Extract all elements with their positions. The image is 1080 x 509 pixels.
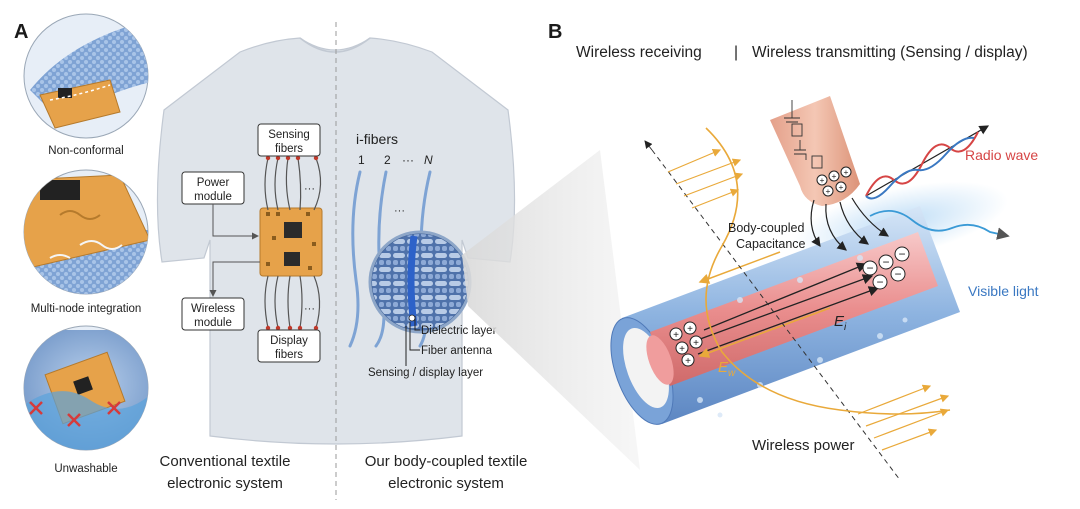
panel-b: B Wireless receiving | Wireless transmit… bbox=[548, 21, 1039, 481]
svg-text:+: + bbox=[820, 175, 825, 185]
svg-text:Conventional textile: Conventional textile bbox=[160, 453, 291, 470]
cross-icon bbox=[29, 401, 121, 427]
circuit-board bbox=[259, 207, 323, 277]
svg-text:Display: Display bbox=[270, 335, 308, 347]
wireless-module-box: Wireless module bbox=[181, 297, 245, 331]
svg-text:Capacitance: Capacitance bbox=[736, 237, 806, 251]
panel-a-letter: A bbox=[14, 21, 28, 43]
power-module-box: Power module bbox=[181, 171, 245, 205]
header-separator: | bbox=[734, 44, 738, 61]
chip-icon bbox=[73, 376, 93, 395]
inset-caption: Multi-node integration bbox=[31, 303, 142, 315]
ellipsis: ··· bbox=[304, 183, 315, 195]
display-fibers-box: Display fibers bbox=[257, 329, 321, 363]
svg-text:Power: Power bbox=[197, 177, 230, 189]
finger: + + + + + bbox=[770, 96, 860, 206]
svg-text:+: + bbox=[693, 338, 699, 349]
visible-light-wave bbox=[869, 210, 1010, 240]
header-wireless-receiving: Wireless receiving bbox=[576, 44, 702, 61]
wave-vector-arrows bbox=[667, 148, 950, 451]
svg-text:electronic system: electronic system bbox=[388, 475, 504, 492]
svg-text:−: − bbox=[866, 261, 873, 275]
fiber-index: ··· bbox=[402, 153, 414, 167]
ellipsis: ··· bbox=[394, 205, 405, 217]
inset-multi-node-integration: Multi-node integration bbox=[23, 169, 149, 315]
inset-unwashable: Unwashable bbox=[23, 325, 149, 475]
inset-non-conformal: Non-conformal bbox=[23, 13, 149, 157]
radio-wave-label: Radio wave bbox=[965, 147, 1038, 163]
inset-caption: Non-conformal bbox=[48, 145, 123, 157]
svg-text:fibers: fibers bbox=[275, 349, 303, 361]
coupling-arrows bbox=[810, 197, 890, 251]
svg-text:−: − bbox=[894, 267, 901, 281]
svg-text:Sensing: Sensing bbox=[268, 129, 310, 141]
caption-conventional: Conventional textile electronic system bbox=[160, 453, 291, 492]
svg-text:+: + bbox=[687, 324, 693, 335]
svg-text:module: module bbox=[194, 317, 232, 329]
positive-charges: + + + + + bbox=[669, 321, 703, 367]
radio-wave bbox=[865, 125, 990, 200]
chip-icon bbox=[284, 252, 300, 266]
svg-text:−: − bbox=[882, 255, 889, 269]
fiber-index: 1 bbox=[358, 153, 365, 167]
chip-icon bbox=[284, 222, 302, 238]
wireless-power-label: Wireless power bbox=[752, 437, 855, 454]
svg-text:+: + bbox=[839, 182, 844, 192]
fiber-index: N bbox=[424, 153, 433, 167]
caption-body-coupled: Our body-coupled textile electronic syst… bbox=[365, 453, 528, 492]
svg-text:Our body-coupled textile: Our body-coupled textile bbox=[365, 453, 528, 470]
svg-text:+: + bbox=[832, 171, 837, 181]
svg-text:electronic system: electronic system bbox=[167, 475, 283, 492]
display-fiber-wires bbox=[264, 275, 321, 329]
negative-charges: − − − − − bbox=[862, 246, 910, 290]
dielectric-layer-label: Dielectric layer bbox=[421, 325, 497, 337]
capacitance-label: Body-coupled Capacitance bbox=[728, 221, 806, 251]
svg-text:Wireless: Wireless bbox=[191, 303, 235, 315]
visible-light-label: Visible light bbox=[968, 283, 1039, 299]
zoom-funnel bbox=[462, 150, 640, 470]
inset-caption: Unwashable bbox=[54, 463, 117, 475]
svg-text:−: − bbox=[898, 247, 905, 261]
ei-label: Ei bbox=[834, 313, 847, 333]
wireless-power-wave bbox=[705, 127, 951, 415]
svg-text:+: + bbox=[844, 167, 849, 177]
textile-magnifier bbox=[368, 230, 472, 334]
field-arrows-ei bbox=[691, 262, 880, 355]
wave-axis bbox=[651, 149, 901, 481]
sensing-display-layer-label: Sensing / display layer bbox=[368, 367, 483, 379]
svg-text:module: module bbox=[194, 191, 232, 203]
svg-text:+: + bbox=[826, 186, 831, 196]
svg-text:−: − bbox=[876, 275, 883, 289]
fiber-index: 2 bbox=[384, 153, 391, 167]
panel-a: A Non-conformal Multi-node in bbox=[14, 13, 528, 500]
sensing-fibers-box: Sensing fibers bbox=[257, 123, 321, 157]
svg-text:+: + bbox=[673, 330, 679, 341]
fiber-antenna-label: Fiber antenna bbox=[421, 345, 493, 357]
ew-label: Ew bbox=[718, 359, 736, 379]
svg-text:fibers: fibers bbox=[275, 143, 303, 155]
svg-text:+: + bbox=[685, 356, 691, 367]
sensing-fiber-wires bbox=[264, 157, 322, 211]
svg-text:+: + bbox=[679, 344, 685, 355]
ifibers-title: i-fibers bbox=[356, 131, 398, 147]
panel-b-letter: B bbox=[548, 21, 562, 43]
ellipsis: ··· bbox=[304, 303, 315, 315]
svg-text:Body-coupled: Body-coupled bbox=[728, 221, 804, 235]
chip-icon bbox=[58, 88, 72, 98]
header-wireless-transmitting: Wireless transmitting (Sensing / display… bbox=[752, 44, 1028, 61]
